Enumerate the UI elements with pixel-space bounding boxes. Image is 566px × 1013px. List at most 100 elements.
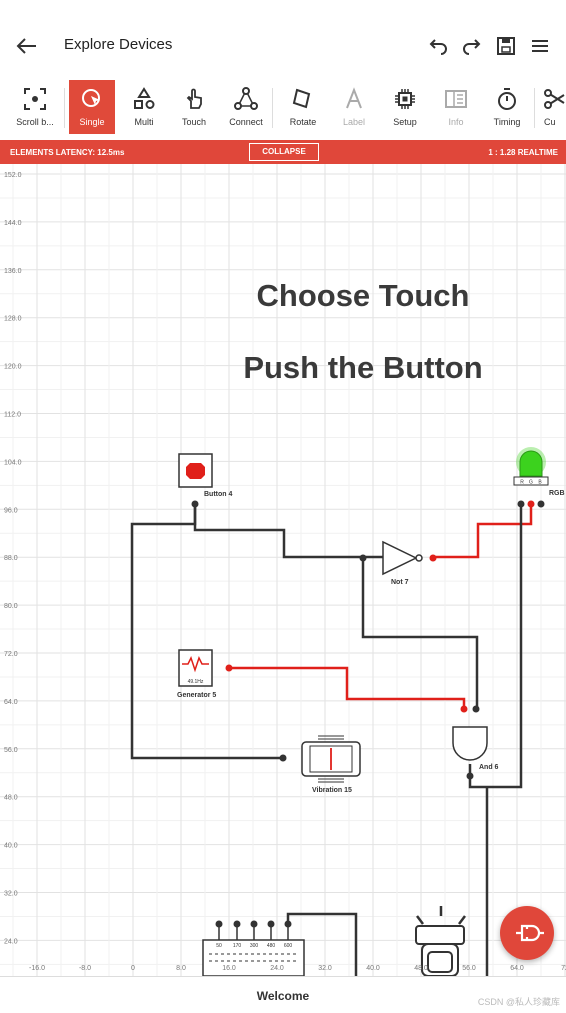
- status-bar: ELEMENTS LATENCY: 12.5ms COLLAPSE 1 : 1.…: [0, 140, 566, 164]
- lamp-component[interactable]: [415, 906, 466, 976]
- dip-value: 170: [233, 943, 242, 949]
- x-tick-label: 16.0: [222, 965, 236, 972]
- tool-label: Setup: [393, 117, 417, 127]
- menu-icon[interactable]: [528, 34, 552, 58]
- rgb-pin-r: R: [520, 480, 524, 486]
- y-axis-labels: 152.0144.0136.0128.0120.0112.0104.096.08…: [4, 172, 22, 945]
- waveform-icon: [182, 656, 209, 673]
- x-tick-label: 8.0: [176, 965, 186, 972]
- tool-scroll[interactable]: Scroll b...: [12, 80, 58, 134]
- rgb-label: RGB: [549, 490, 565, 497]
- y-tick-label: 88.0: [4, 555, 18, 562]
- button-cap-icon: [186, 463, 205, 479]
- x-tick-label: 32.0: [318, 965, 332, 972]
- dip-value: 300: [250, 943, 259, 949]
- x-tick-label: 56.0: [462, 965, 476, 972]
- tab-welcome[interactable]: Welcome: [256, 989, 310, 1003]
- tool-timing[interactable]: Timing: [484, 80, 530, 134]
- label-letter-icon: [346, 87, 362, 109]
- vibration-label: Vibration 15: [312, 787, 352, 794]
- tool-connect[interactable]: Connect: [223, 80, 269, 134]
- latency-text: ELEMENTS LATENCY: 12.5ms: [10, 148, 125, 157]
- x-tick-label: 0: [131, 965, 135, 972]
- tool-single[interactable]: Single: [69, 80, 115, 134]
- tool-rotate[interactable]: Rotate: [280, 80, 326, 134]
- tool-label: Rotate: [289, 117, 317, 127]
- tool-label: Multi: [134, 117, 154, 127]
- x-tick-label: 24.0: [270, 965, 284, 972]
- plug-icon: [516, 924, 544, 942]
- tool-label: Timing: [493, 117, 521, 127]
- y-tick-label: 80.0: [4, 603, 18, 610]
- chip-icon: [395, 89, 415, 109]
- rgb-led[interactable]: R G B: [513, 447, 549, 508]
- y-tick-label: 40.0: [4, 843, 18, 850]
- generator-component[interactable]: 49.1Hz: [178, 649, 233, 687]
- x-tick-label: -8.0: [79, 965, 91, 972]
- page-title: Explore Devices: [64, 36, 173, 53]
- simulate-fab[interactable]: [500, 906, 554, 960]
- tool-info[interactable]: Info: [433, 80, 479, 134]
- x-tick-label: 72: [561, 965, 566, 972]
- x-tick-label: 40.0: [366, 965, 380, 972]
- bottom-bar: Welcome CSDN @私人珍藏库: [0, 976, 566, 1013]
- y-tick-label: 136.0: [4, 268, 22, 275]
- not-gate-label: Not 7: [391, 579, 409, 586]
- dip-value: 50: [216, 943, 222, 949]
- y-tick-label: 120.0: [4, 364, 22, 371]
- tool-multi[interactable]: Multi: [121, 80, 167, 134]
- generator-label: Generator 5: [177, 692, 216, 699]
- tool-bar: Scroll b... Single Multi Touch Connect R…: [0, 78, 566, 140]
- y-tick-label: 128.0: [4, 316, 22, 323]
- tool-label: Cu: [544, 117, 556, 127]
- connect-icon: [234, 87, 258, 110]
- tool-cut[interactable]: Cu: [540, 80, 566, 134]
- vibration-motor[interactable]: [279, 735, 361, 783]
- single-select-icon: [82, 89, 100, 107]
- y-tick-label: 112.0: [4, 412, 21, 419]
- tool-label: Scroll b...: [16, 117, 54, 127]
- and-gate-label: And 6: [479, 764, 499, 771]
- tool-label-text[interactable]: Label: [331, 80, 377, 134]
- toolbar-divider: [534, 88, 535, 128]
- generator-frequency: 49.1Hz: [188, 679, 204, 685]
- rotate-icon: [292, 88, 311, 109]
- redo-icon[interactable]: [460, 34, 484, 58]
- y-tick-label: 32.0: [4, 891, 18, 898]
- tool-setup[interactable]: Setup: [382, 80, 428, 134]
- wire: [433, 504, 533, 559]
- y-tick-label: 96.0: [4, 507, 18, 514]
- collapse-button[interactable]: COLLAPSE: [249, 143, 319, 161]
- back-arrow-icon[interactable]: [12, 34, 40, 58]
- y-tick-label: 144.0: [4, 220, 22, 227]
- dip-switch-component[interactable]: 50 170 300 480 600: [202, 920, 305, 977]
- rgb-pin-b: B: [538, 480, 542, 486]
- button-label: Button 4: [204, 491, 232, 498]
- touch-hand-icon: [186, 88, 202, 109]
- tool-touch[interactable]: Touch: [171, 80, 217, 134]
- y-tick-label: 56.0: [4, 747, 18, 754]
- undo-icon[interactable]: [426, 34, 450, 58]
- save-icon[interactable]: [494, 34, 518, 58]
- multi-select-icon: [134, 87, 155, 109]
- watermark: CSDN @私人珍藏库: [477, 997, 560, 1007]
- and-gate[interactable]: [452, 705, 488, 780]
- tool-label: Touch: [181, 117, 207, 127]
- x-tick-label: 48.0: [414, 965, 428, 972]
- wire: [130, 504, 283, 760]
- stopwatch-icon: [498, 88, 516, 110]
- toolbar-divider: [64, 88, 65, 128]
- rgb-pin-g: G: [529, 480, 533, 486]
- tool-label: Info: [448, 117, 464, 127]
- push-button-component[interactable]: [178, 453, 213, 508]
- y-tick-label: 48.0: [4, 795, 18, 802]
- not-gate[interactable]: [359, 540, 437, 576]
- y-tick-label: 72.0: [4, 651, 18, 658]
- tool-label: Single: [79, 117, 105, 127]
- y-tick-label: 104.0: [4, 459, 22, 466]
- toolbar-divider: [272, 88, 273, 128]
- x-tick-label: -16.0: [29, 965, 45, 972]
- scissors-icon: [544, 89, 565, 109]
